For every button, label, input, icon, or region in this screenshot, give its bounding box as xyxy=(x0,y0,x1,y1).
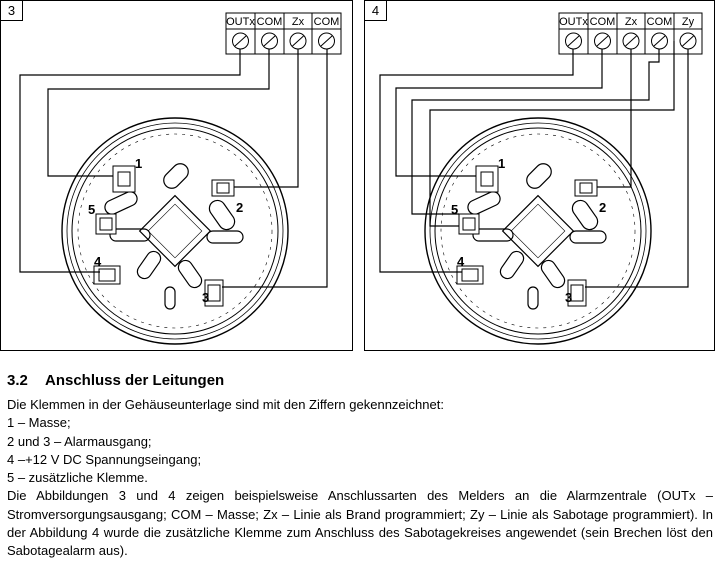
intro-text: Die Klemmen in der Gehäuseunterlage sind… xyxy=(7,397,444,412)
pin-number: 4 xyxy=(457,254,465,269)
pin-number: 3 xyxy=(565,290,572,305)
figure-4: 4 OUTx COM Zx COM Zy xyxy=(364,0,720,352)
terminal-label: COM xyxy=(257,16,283,28)
pin-number: 5 xyxy=(451,202,458,217)
terminal-label: Zx xyxy=(625,16,638,28)
pin-clamps xyxy=(456,165,598,307)
detector-base xyxy=(61,117,289,345)
terminal-label: COM xyxy=(590,16,616,28)
figure-number: 4 xyxy=(372,3,379,18)
list-item: 5 – zusätzliche Klemme. xyxy=(7,470,148,486)
terminal-block: OUTx COM Zx COM Zy xyxy=(558,12,703,55)
pin-number: 2 xyxy=(599,200,606,215)
terminal-label: OUTx xyxy=(226,16,255,28)
pin-number: 4 xyxy=(94,254,102,269)
terminal-label: OUTx xyxy=(559,16,588,28)
description-paragraph: Die Abbildungen 3 und 4 zeigen beispiels… xyxy=(7,488,713,559)
pin-number: 2 xyxy=(236,200,243,215)
wiring xyxy=(379,41,689,288)
list-item: 1 – Masse; xyxy=(7,415,71,431)
terminal-block: OUTx COM Zx COM xyxy=(225,12,342,55)
wiring xyxy=(19,49,328,288)
figure-number: 3 xyxy=(8,3,15,18)
section-title: Anschluss der Leitungen xyxy=(45,372,225,389)
pin-clamps xyxy=(93,165,235,307)
list-item: 4 –+12 V DC Spannungseingang; xyxy=(7,451,202,467)
terminal-label: Zx xyxy=(292,16,305,28)
pin-number: 3 xyxy=(202,290,209,305)
list-item: 2 und 3 – Alarmausgang; xyxy=(7,433,152,449)
terminal-label: COM xyxy=(314,16,340,28)
terminal-label: Zy xyxy=(682,16,695,28)
section-number: 3.2 xyxy=(7,372,28,389)
section-heading: 3.2 Anschluss der Leitungen xyxy=(7,372,713,390)
section-3-2: 3.2 Anschluss der Leitungen Die Klemmen i… xyxy=(7,372,713,561)
terminal-label: COM xyxy=(647,16,673,28)
figure-3: 3 OUTx COM Zx COM xyxy=(0,0,358,352)
pin-number: 1 xyxy=(135,156,142,171)
pin-number: 5 xyxy=(88,202,95,217)
detector-base xyxy=(424,117,652,345)
pin-number: 1 xyxy=(498,156,505,171)
